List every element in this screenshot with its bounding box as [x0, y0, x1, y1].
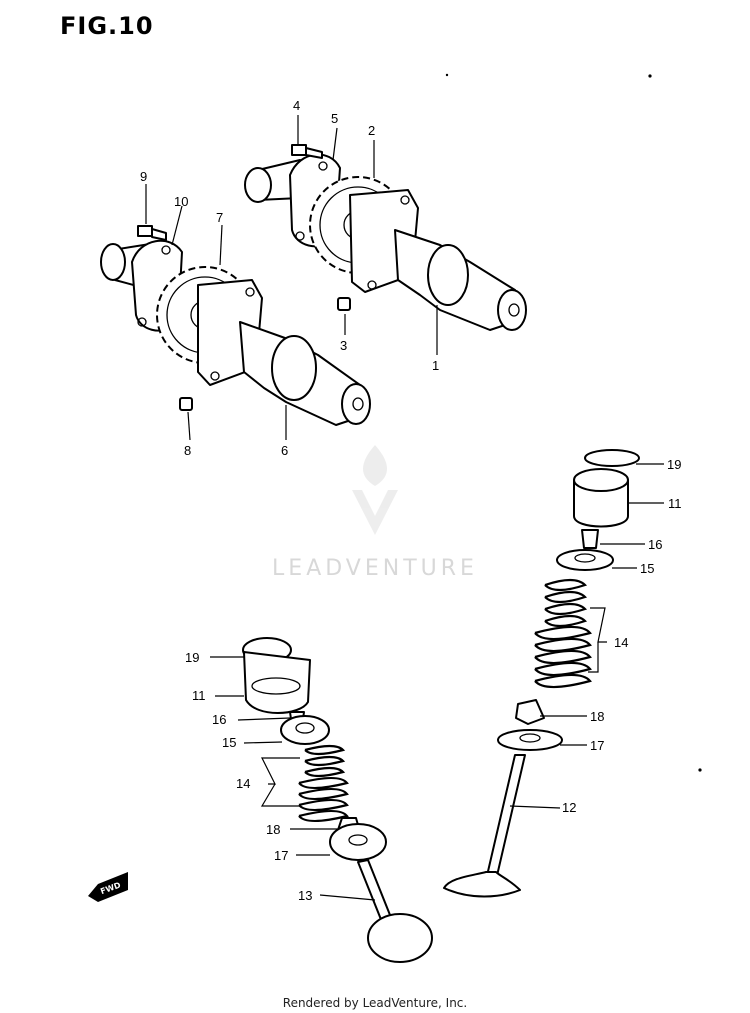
- shim-19-right: [584, 449, 640, 467]
- callout-17-left: 17: [274, 848, 288, 863]
- figure-title: FIG.10: [60, 12, 154, 40]
- callout-6: 6: [281, 443, 288, 458]
- valve-assembly-left: [242, 637, 433, 963]
- callout-7: 7: [216, 210, 223, 225]
- cotter-16-right: [581, 529, 599, 549]
- footer-credit: Rendered by LeadVenture, Inc.: [282, 996, 468, 1010]
- callout-19-right: 19: [667, 457, 681, 472]
- callout-1: 1: [432, 358, 439, 373]
- callout-12: 12: [562, 800, 576, 815]
- dowel-pin-8: [179, 397, 193, 411]
- callout-5: 5: [331, 111, 338, 126]
- callout-9: 9: [140, 169, 147, 184]
- callout-13: 13: [298, 888, 312, 903]
- dowel-pin-3: [337, 297, 351, 311]
- valve-12: [443, 754, 526, 898]
- callout-15-left: 15: [222, 735, 236, 750]
- callout-16-right: 16: [648, 537, 662, 552]
- bolt-4: [291, 144, 323, 159]
- retainer-15-right: [556, 549, 614, 571]
- callout-10: 10: [174, 194, 188, 209]
- spring-seat-17-right: [497, 729, 563, 751]
- callout-4: 4: [293, 98, 300, 113]
- leader-lines: [145, 115, 664, 901]
- callout-14-right: 14: [614, 635, 628, 650]
- fwd-arrow-icon: FWD: [88, 872, 128, 902]
- callout-11-left: 11: [192, 688, 206, 703]
- callout-15-right: 15: [640, 561, 654, 576]
- callout-8: 8: [184, 443, 191, 458]
- retainer-15-left: [280, 715, 330, 745]
- callout-labels: 1 2 3 4 5 6 7 8 9 10 11 11 12 13 14 14 1…: [140, 98, 682, 903]
- tappet-11-left: [243, 651, 311, 714]
- valve-13: [357, 859, 433, 963]
- valve-assembly-right: [443, 449, 640, 898]
- camshaft-assembly-left: [100, 225, 371, 426]
- callout-17-right: 17: [590, 738, 604, 753]
- callout-11-right: 11: [668, 496, 682, 511]
- camshaft-assembly-right: [244, 144, 527, 331]
- callout-19-left: 19: [185, 650, 199, 665]
- spring-seat-17-left: [329, 823, 387, 861]
- callout-18-right: 18: [590, 709, 604, 724]
- callout-2: 2: [368, 123, 375, 138]
- callout-3: 3: [340, 338, 347, 353]
- watermark-text: LEADVENTURE: [272, 556, 478, 581]
- tappet-11-right: [573, 468, 629, 528]
- springs-14-right: [534, 578, 592, 689]
- callout-16-left: 16: [212, 712, 226, 727]
- oil-seal-18-right: [515, 699, 545, 725]
- springs-14-left: [298, 744, 349, 823]
- callout-18-left: 18: [266, 822, 280, 837]
- bolt-9: [137, 225, 167, 241]
- watermark-logo: [352, 445, 398, 535]
- callout-14-left: 14: [236, 776, 250, 791]
